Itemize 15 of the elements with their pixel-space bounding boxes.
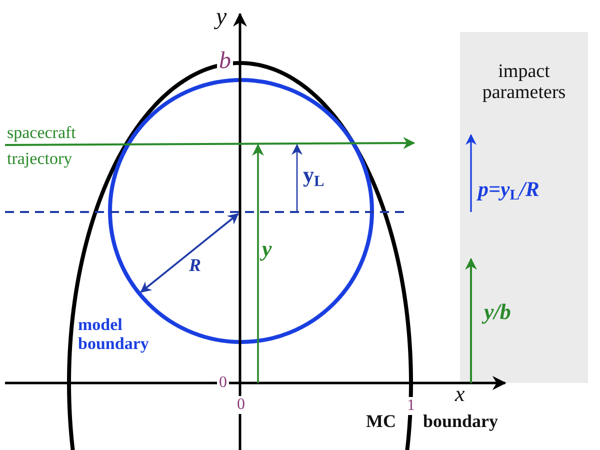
y-axis-label: y bbox=[216, 4, 227, 30]
impact-parameter-formula: p=y$_{L}$/R bbox=[478, 178, 540, 204]
panel-heading: impact parameters bbox=[481, 62, 567, 104]
x-axis-label: x bbox=[455, 382, 465, 406]
radius-label: R bbox=[189, 256, 202, 276]
height-label: y bbox=[262, 237, 272, 262]
impact-parameters-panel bbox=[460, 32, 588, 383]
model-boundary-label: model boundary bbox=[78, 316, 150, 354]
x-origin-tick-label: 0 bbox=[235, 396, 247, 414]
mc-label: MC bbox=[366, 412, 396, 432]
x-tick-label: 1 bbox=[405, 397, 417, 415]
trajectory-label: spacecraft trajectory bbox=[7, 122, 77, 170]
boundary-label: boundary bbox=[423, 412, 498, 432]
offset-label: y$_{L}$ bbox=[303, 163, 324, 191]
normalized-height-formula: y/b bbox=[484, 300, 511, 324]
